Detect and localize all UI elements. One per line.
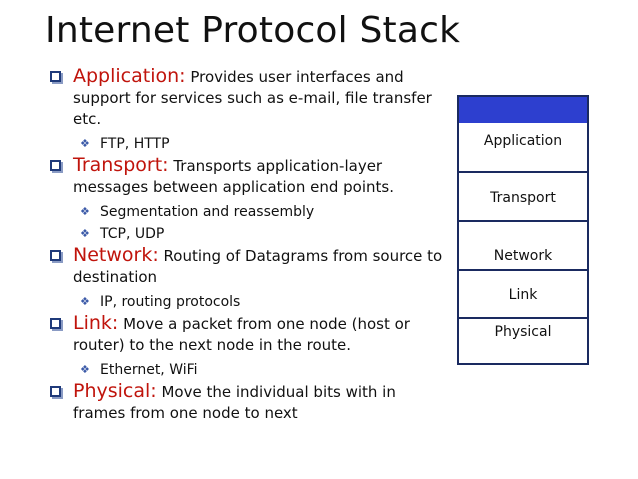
- sub-bullet: ❖ Ethernet, WiFi: [50, 359, 450, 381]
- sub-bullet: ❖ IP, routing protocols: [50, 291, 450, 313]
- sub-bullet-text: Segmentation and reassembly: [100, 204, 315, 220]
- sub-bullet: ❖ TCP, UDP: [50, 223, 450, 245]
- bullet-heading: Network:: [73, 244, 159, 266]
- sub-bullet-text: Ethernet, WiFi: [100, 362, 198, 378]
- diamond-bullet-icon: ❖: [80, 295, 90, 308]
- stack-divider: [459, 220, 587, 222]
- sub-bullet-text: IP, routing protocols: [100, 294, 241, 310]
- diamond-bullet-icon: ❖: [80, 363, 90, 376]
- checkbox-bullet-icon: [50, 71, 61, 82]
- sub-bullet: ❖ Segmentation and reassembly: [50, 201, 450, 223]
- stack-layer-application: Application: [483, 133, 563, 149]
- checkbox-bullet-icon: [50, 318, 61, 329]
- bullet-physical: Physical: Move the individual bits with …: [50, 381, 450, 424]
- bullet-line: Application: Provides user interfaces an…: [73, 66, 450, 130]
- sub-bullet-text: TCP, UDP: [100, 226, 165, 242]
- slide-title: Internet Protocol Stack: [45, 10, 461, 51]
- bullet-heading: Physical:: [73, 380, 157, 402]
- bullet-line: Physical: Move the individual bits with …: [73, 381, 450, 424]
- bullet-text: Transports application-layer messages be…: [73, 157, 394, 196]
- stack-layer-network: Network: [493, 248, 553, 264]
- bullet-heading: Application:: [73, 65, 186, 87]
- bullet-application: Application: Provides user interfaces an…: [50, 66, 450, 130]
- stack-divider: [459, 269, 587, 271]
- bullet-text: Move the individual bits with in frames …: [73, 383, 396, 422]
- bullet-network: Network: Routing of Datagrams from sourc…: [50, 245, 450, 288]
- stack-header-bar: [459, 97, 587, 123]
- sub-bullet: ❖ FTP, HTTP: [50, 133, 450, 155]
- checkbox-bullet-icon: [50, 250, 61, 261]
- stack-layer-transport: Transport: [490, 190, 556, 206]
- bullet-line: Link: Move a packet from one node (host …: [73, 313, 450, 356]
- bullet-text: Provides user interfaces and support for…: [73, 68, 432, 128]
- bullet-heading: Transport:: [73, 154, 169, 176]
- diamond-bullet-icon: ❖: [80, 205, 90, 218]
- bullet-link: Link: Move a packet from one node (host …: [50, 313, 450, 356]
- checkbox-bullet-icon: [50, 386, 61, 397]
- stack-layer-physical: Physical: [494, 324, 552, 340]
- bullet-line: Transport: Transports application-layer …: [73, 155, 450, 198]
- bullet-text: Move a packet from one node (host or rou…: [73, 315, 410, 354]
- bullet-transport: Transport: Transports application-layer …: [50, 155, 450, 198]
- diamond-bullet-icon: ❖: [80, 227, 90, 240]
- bullet-text: Routing of Datagrams from source to dest…: [73, 247, 443, 286]
- stack-layer-link: Link: [508, 287, 538, 303]
- stack-divider: [459, 171, 587, 173]
- sub-bullet-text: FTP, HTTP: [100, 136, 170, 152]
- diamond-bullet-icon: ❖: [80, 137, 90, 150]
- bullet-line: Network: Routing of Datagrams from sourc…: [73, 245, 450, 288]
- stack-divider: [459, 317, 587, 319]
- bullet-heading: Link:: [73, 312, 119, 334]
- checkbox-bullet-icon: [50, 160, 61, 171]
- protocol-stack-diagram: Application Transport Network Link Physi…: [457, 95, 589, 365]
- bullet-list: Application: Provides user interfaces an…: [50, 66, 450, 427]
